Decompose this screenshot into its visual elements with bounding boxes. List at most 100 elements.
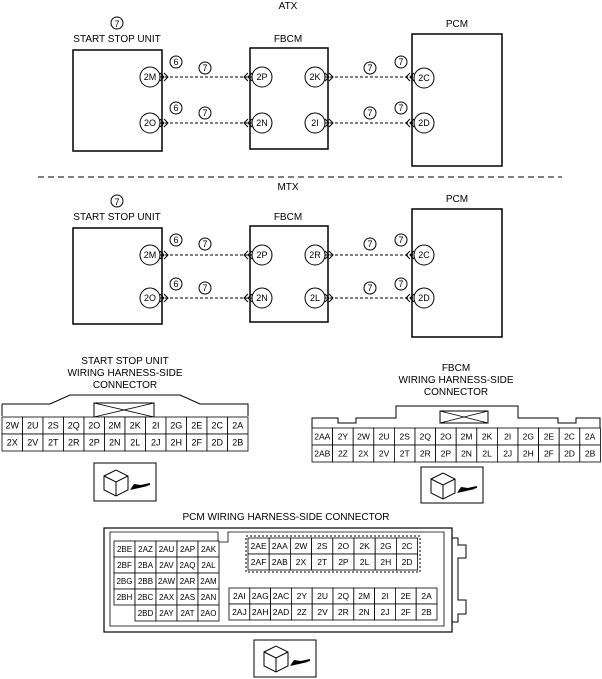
pcm-connector-inner-outline (109, 531, 445, 627)
pin-cell (227, 433, 249, 452)
pin-label: 2O (88, 421, 100, 431)
atx-mark-7-circle (363, 61, 377, 75)
mtx-ssu-label: START STOP UNIT (73, 212, 160, 223)
ssu-probe-icon-frame (93, 462, 157, 502)
mtx-pcm-label: PCM (446, 194, 468, 205)
pin-label: 2AT (180, 609, 194, 618)
atx-chevron (159, 72, 169, 82)
atx-mark-7: 7 (398, 57, 403, 67)
pin-label: 2J (381, 607, 390, 617)
mtx-mark-7-circle (363, 281, 377, 295)
mtx-chevron (159, 293, 169, 303)
pcm-connector-side-tab (452, 537, 467, 623)
mtx-chevron (243, 293, 253, 303)
pin-label: 2BE (117, 545, 132, 554)
pin-label: 2D (211, 438, 223, 448)
pin-label: 2AP (180, 545, 195, 554)
mtx-pcm-pin-2c: 2C (418, 250, 430, 260)
mtx-chevron (243, 250, 253, 260)
pin-label: 2R (338, 607, 349, 617)
mtx-ssu-note-circle (110, 194, 124, 208)
pin-label: 2P (441, 449, 452, 459)
atx-chevron (243, 118, 253, 128)
atx-mark-7-circle (198, 106, 212, 120)
mtx-pcm-pin-2c-circle (413, 244, 435, 266)
pin-label: 2T (317, 557, 327, 567)
pin-label: 2N (461, 449, 472, 459)
pin-label: 2AN (201, 593, 217, 602)
mtx-mark-6-circle (169, 277, 183, 291)
pin-label: 2D (564, 449, 575, 459)
atx-fbcm-pin-2n: 2N (256, 118, 268, 128)
mtx-ssu-pin-2m: 2M (144, 250, 157, 260)
mtx-mark-6-circle (169, 233, 183, 247)
atx-mark-7-circle (198, 61, 212, 75)
atx-fbcm-box (249, 47, 329, 150)
atx-chevron (159, 118, 169, 128)
pin-label: 2W (357, 432, 370, 442)
pin-label: 2C (402, 541, 413, 551)
mtx-mark-7-circle (198, 237, 212, 251)
pin-label: 2M (461, 432, 473, 442)
pin-label: 2C (564, 432, 575, 442)
atx-title: ATX (279, 1, 298, 12)
pcm-connector-housing (103, 527, 453, 633)
pin-label: 2E (191, 421, 202, 431)
pin-label: 2AS (180, 593, 195, 602)
ssu-connector-title-line2: WIRING HARNESS-SIDE (67, 368, 182, 379)
atx-mark-7: 7 (367, 108, 372, 118)
mtx-mark-7-circle (363, 237, 377, 251)
pin-label: 2I (381, 591, 388, 601)
atx-pcm-pin-2d-circle (413, 112, 435, 134)
pin-cell (579, 444, 601, 463)
pin-label: 2N (109, 438, 121, 448)
mtx-mark-6: 6 (173, 279, 178, 289)
pin-label: 2H (523, 449, 534, 459)
mtx-ssu-box (72, 227, 163, 325)
mtx-chevron (324, 250, 334, 260)
pin-label: 2T (48, 438, 59, 448)
atx-mark-7: 7 (202, 63, 207, 73)
pin-label: 2N (359, 607, 370, 617)
pcm-connector-title: PCM WIRING HARNESS-SIDE CONNECTOR (182, 512, 389, 523)
pin-label: 2F (544, 449, 554, 459)
atx-mark-6-circle (169, 101, 183, 115)
pin-label: 2O (440, 432, 452, 442)
mtx-mark-7-circle (394, 233, 408, 247)
pin-label: 2E (401, 591, 412, 601)
pin-label: 2AH (252, 607, 269, 617)
ssu-connector-title-line3: CONNECTOR (93, 380, 157, 391)
mtx-chevron (159, 250, 169, 260)
ssu-connector: START STOP UNIT WIRING HARNESS-SIDE CONN… (1, 356, 249, 502)
atx-fbcm-pin-2i: 2I (311, 118, 319, 128)
mtx-title: MTX (277, 182, 298, 193)
pin-label: 2K (482, 432, 493, 442)
atx-pcm-pin-2c: 2C (418, 73, 430, 83)
pin-label: 2AY (159, 609, 174, 618)
fbcm-connector-title-line1: FBCM (442, 363, 470, 374)
pin-label: 2U (379, 432, 390, 442)
pin-label: 2P (89, 438, 100, 448)
atx-ssu-note-number: 7 (114, 19, 119, 29)
pin-label: 2A (232, 421, 243, 431)
pin-label: 2AR (180, 577, 196, 586)
atx-mark-7-circle (394, 101, 408, 115)
fbcm-probe-icon (430, 472, 478, 500)
pin-label: 2AV (159, 561, 174, 570)
pin-label: 2X (358, 449, 369, 459)
pin-label: 2BH (117, 593, 133, 602)
ssu-probe-icon (103, 469, 151, 497)
atx-pcm-label: PCM (446, 19, 468, 30)
pin-label: 2L (130, 438, 140, 448)
fbcm-connector-title-line2: WIRING HARNESS-SIDE (398, 375, 513, 386)
atx-ssu-pin-2o: 2O (144, 118, 156, 128)
mtx-ssu-note-number: 7 (114, 197, 119, 207)
